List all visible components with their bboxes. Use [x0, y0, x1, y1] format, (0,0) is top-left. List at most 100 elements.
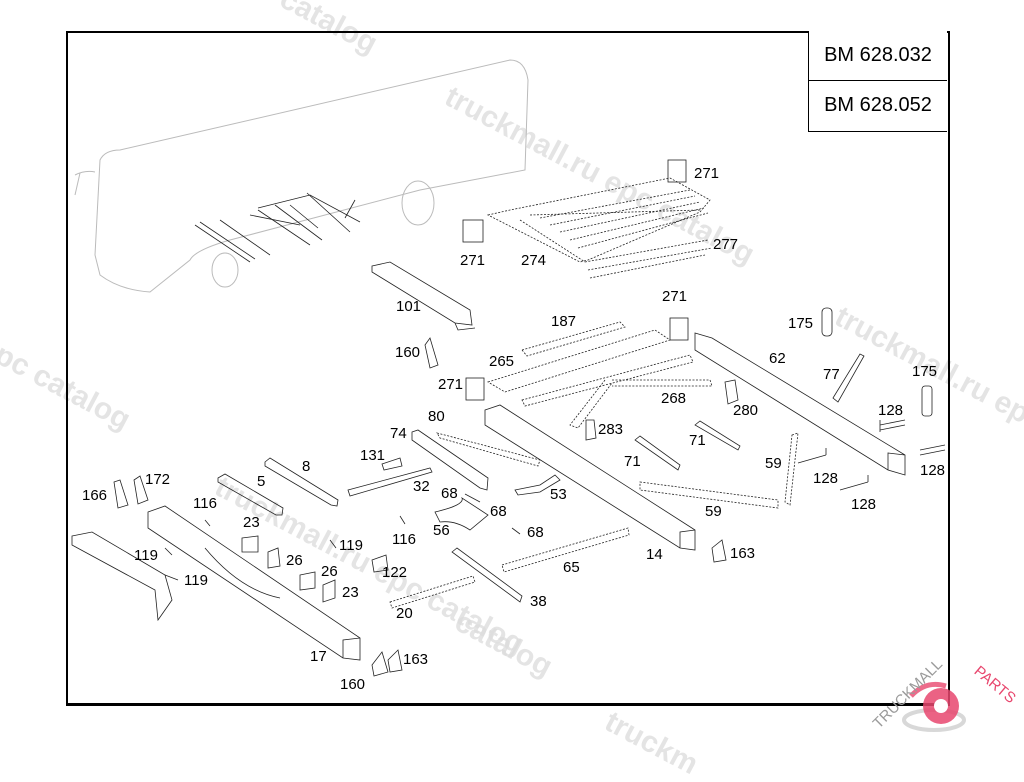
part-callout-119[interactable]: 119: [134, 547, 158, 564]
part-119: [164, 539, 337, 581]
part-callout-271[interactable]: 271: [460, 252, 486, 269]
part-callout-277[interactable]: 277: [713, 236, 739, 253]
part-callout-116[interactable]: 116: [193, 495, 217, 512]
part-callout-119[interactable]: 119: [184, 572, 208, 589]
part-163: [387, 649, 403, 673]
part-callout-68[interactable]: 68: [490, 503, 507, 520]
part-callout-56[interactable]: 56: [433, 522, 450, 539]
part-callout-38[interactable]: 38: [530, 593, 547, 610]
part-callout-160[interactable]: 160: [340, 676, 366, 693]
part-163: [711, 539, 727, 563]
part-callout-62[interactable]: 62: [769, 350, 786, 367]
part-callout-166[interactable]: 166: [82, 487, 108, 504]
part-128: [879, 419, 906, 432]
part-callout-68[interactable]: 68: [527, 524, 544, 541]
part-callout-80[interactable]: 80: [428, 408, 445, 425]
part-callout-265[interactable]: 265: [489, 353, 515, 370]
part-callout-77[interactable]: 77: [823, 366, 840, 383]
part-callout-119[interactable]: 119: [339, 537, 363, 554]
part-122: [371, 554, 389, 573]
part-265: [487, 329, 671, 393]
exploded-parts-drawing: [71, 59, 946, 677]
part-68: [464, 493, 521, 535]
part-callout-283[interactable]: 283: [598, 421, 624, 438]
part-callout-128[interactable]: 128: [920, 462, 946, 479]
part-59: [639, 481, 779, 509]
part-65: [501, 527, 630, 573]
part-callout-128[interactable]: 128: [813, 470, 839, 487]
part-callout-23[interactable]: 23: [342, 584, 359, 601]
part-callout-271[interactable]: 271: [438, 376, 464, 393]
model-table: BM 628.032 BM 628.052: [808, 31, 947, 132]
part-20: [389, 575, 476, 609]
part-callout-68[interactable]: 68: [441, 485, 458, 502]
part-callout-59[interactable]: 59: [765, 455, 782, 472]
truckmall-parts-logo: TRUCKMALL PARTS: [870, 656, 1019, 732]
part-26: [267, 547, 281, 569]
part-32: [347, 467, 433, 497]
part-callout-274[interactable]: 274: [521, 252, 547, 269]
part-101: [371, 261, 476, 331]
part-77: [832, 353, 865, 403]
part-187: [521, 321, 626, 357]
part-80: [436, 432, 541, 467]
part-71: [634, 435, 681, 471]
part-callout-20[interactable]: 20: [396, 605, 413, 622]
part-283: [585, 419, 597, 441]
part-callout-122[interactable]: 122: [382, 564, 408, 581]
part-callout-175[interactable]: 175: [912, 363, 938, 380]
part-callout-59[interactable]: 59: [705, 503, 722, 520]
part-callout-32[interactable]: 32: [413, 478, 430, 495]
part-callout-271[interactable]: 271: [694, 165, 720, 182]
part-callout-163[interactable]: 163: [730, 545, 756, 562]
part-59: [784, 432, 799, 506]
model-code: BM 628.032: [809, 31, 947, 81]
part-callout-26[interactable]: 26: [321, 563, 338, 580]
vehicle-subframe: [194, 192, 361, 263]
model-code: BM 628.052: [824, 94, 932, 116]
part-callout-131[interactable]: 131: [360, 447, 386, 464]
part-callout-175[interactable]: 175: [788, 315, 814, 332]
part-166: [113, 479, 129, 509]
part-271: [462, 159, 689, 401]
part-callout-101[interactable]: 101: [396, 298, 422, 315]
part-callout-5[interactable]: 5: [257, 473, 266, 490]
part-callout-128[interactable]: 128: [878, 402, 904, 419]
part-14: [484, 404, 696, 551]
outer-rail: [71, 531, 173, 622]
part-callout-271[interactable]: 271: [662, 288, 688, 305]
part-callout-23[interactable]: 23: [243, 514, 260, 531]
part-26: [299, 571, 316, 591]
part-5: [217, 473, 284, 516]
part-callout-280[interactable]: 280: [733, 402, 759, 419]
part-callout-65[interactable]: 65: [563, 559, 580, 576]
part-74: [411, 429, 489, 491]
logo-text-right: PARTS: [971, 663, 1019, 707]
part-128: [839, 475, 869, 491]
part-callout-163[interactable]: 163: [403, 651, 429, 668]
part-callout-160[interactable]: 160: [395, 344, 421, 361]
part-268: [521, 354, 713, 429]
part-callout-17[interactable]: 17: [310, 648, 327, 665]
part-128: [919, 444, 946, 456]
part-callout-26[interactable]: 26: [286, 552, 303, 569]
part-callout-71[interactable]: 71: [689, 432, 706, 449]
part-callout-8[interactable]: 8: [302, 458, 311, 475]
vehicle-outline: [74, 59, 529, 293]
part-17: [147, 505, 361, 661]
part-62: [694, 332, 906, 476]
part-callout-128[interactable]: 128: [851, 496, 877, 513]
part-callout-14[interactable]: 14: [646, 546, 663, 563]
part-callout-268[interactable]: 268: [661, 390, 687, 407]
part-callout-74[interactable]: 74: [390, 425, 407, 442]
part-callout-53[interactable]: 53: [550, 486, 567, 503]
part-callout-187[interactable]: 187: [551, 313, 577, 330]
part-callout-116[interactable]: 116: [392, 531, 416, 548]
part-23: [322, 579, 336, 603]
part-160: [424, 337, 439, 369]
part-callout-172[interactable]: 172: [145, 471, 171, 488]
part-callout-71[interactable]: 71: [624, 453, 641, 470]
part-38: [451, 547, 523, 603]
drawing-frame: [66, 31, 950, 706]
part-175: [921, 385, 933, 417]
